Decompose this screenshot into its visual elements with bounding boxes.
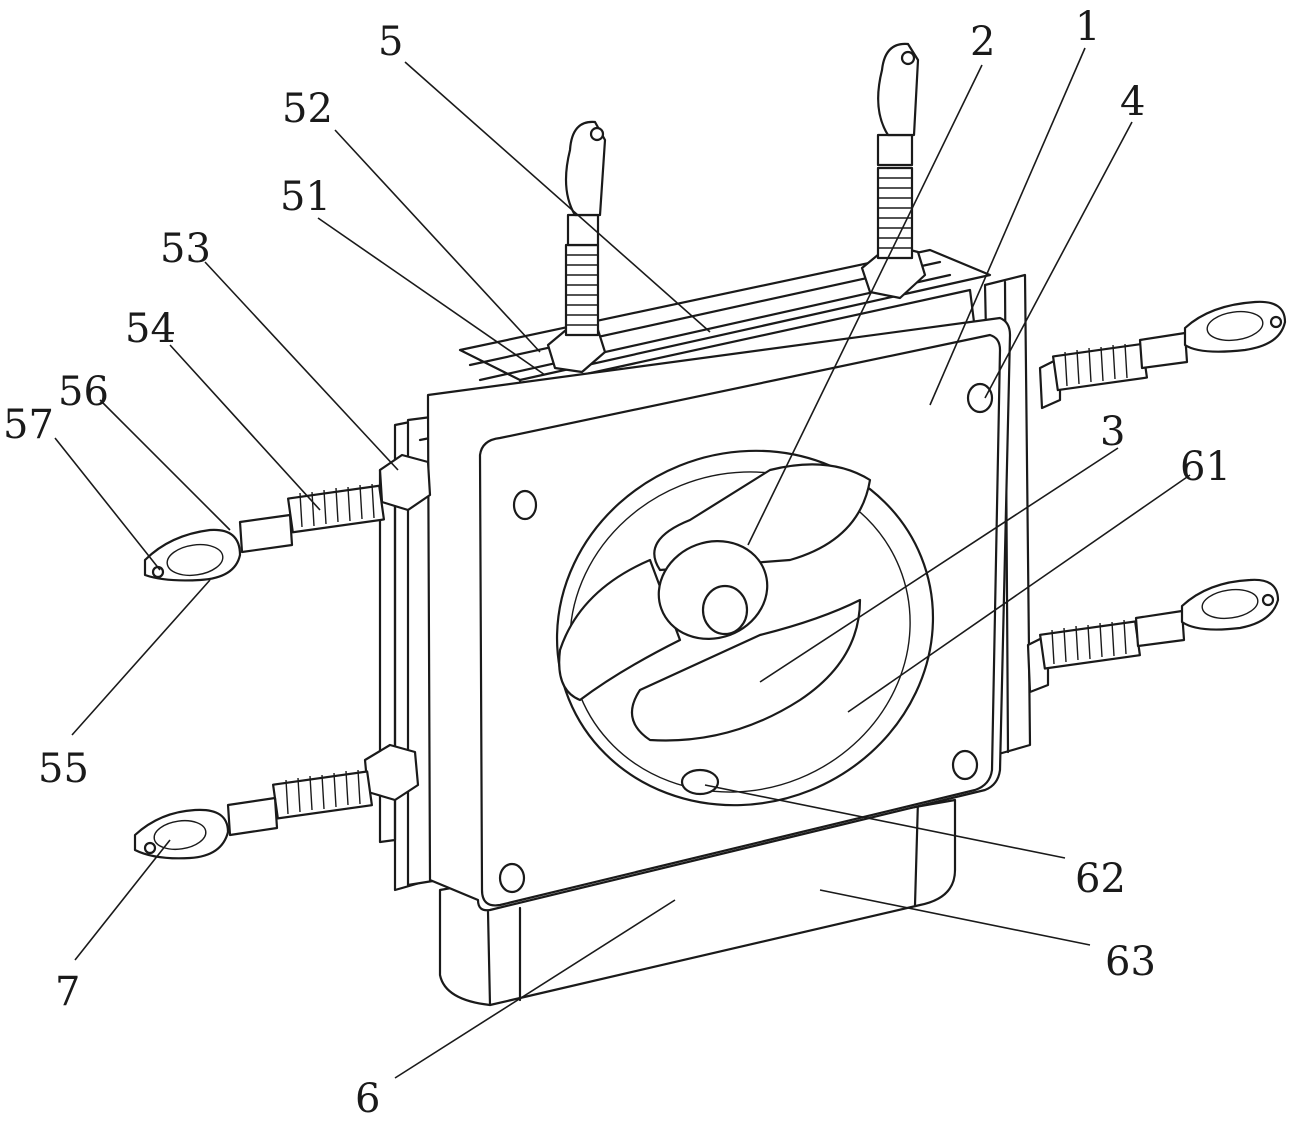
label-2: 2: [970, 19, 995, 65]
label-6: 6: [355, 1076, 380, 1122]
label-53: 53: [160, 226, 211, 272]
label-4: 4: [1120, 79, 1145, 125]
label-55: 55: [38, 746, 89, 792]
label-51: 51: [280, 174, 331, 220]
label-62: 62: [1075, 856, 1126, 902]
leader-52: [335, 130, 540, 352]
label-56: 56: [58, 369, 109, 415]
label-61: 61: [1180, 444, 1231, 490]
leader-53: [205, 262, 398, 470]
leader-57: [55, 438, 160, 570]
leader-56: [100, 400, 230, 530]
leader-51: [318, 218, 545, 375]
label-7: 7: [55, 969, 80, 1015]
leader-7: [75, 840, 170, 960]
label-1: 1: [1075, 4, 1100, 50]
label-52: 52: [282, 86, 333, 132]
right-lower-stud: [1028, 580, 1278, 692]
leader-55: [72, 580, 210, 735]
hole-bottom-left: [500, 864, 524, 892]
leader-5: [405, 62, 710, 332]
fan-drain-slot: [682, 770, 718, 794]
label-63: 63: [1105, 939, 1156, 985]
label-5: 5: [378, 19, 403, 65]
left-lower-stud: [135, 745, 418, 858]
label-54: 54: [125, 306, 176, 352]
hole-top-right: [968, 384, 992, 412]
label-3: 3: [1100, 409, 1125, 455]
right-upper-stud: [1040, 302, 1285, 408]
label-57: 57: [3, 402, 54, 448]
fan-hub-cap: [703, 586, 747, 634]
hole-bottom-right: [953, 751, 977, 779]
top-right-stud: [862, 44, 925, 298]
hole-top-left: [514, 491, 536, 519]
leader-54: [170, 345, 320, 510]
